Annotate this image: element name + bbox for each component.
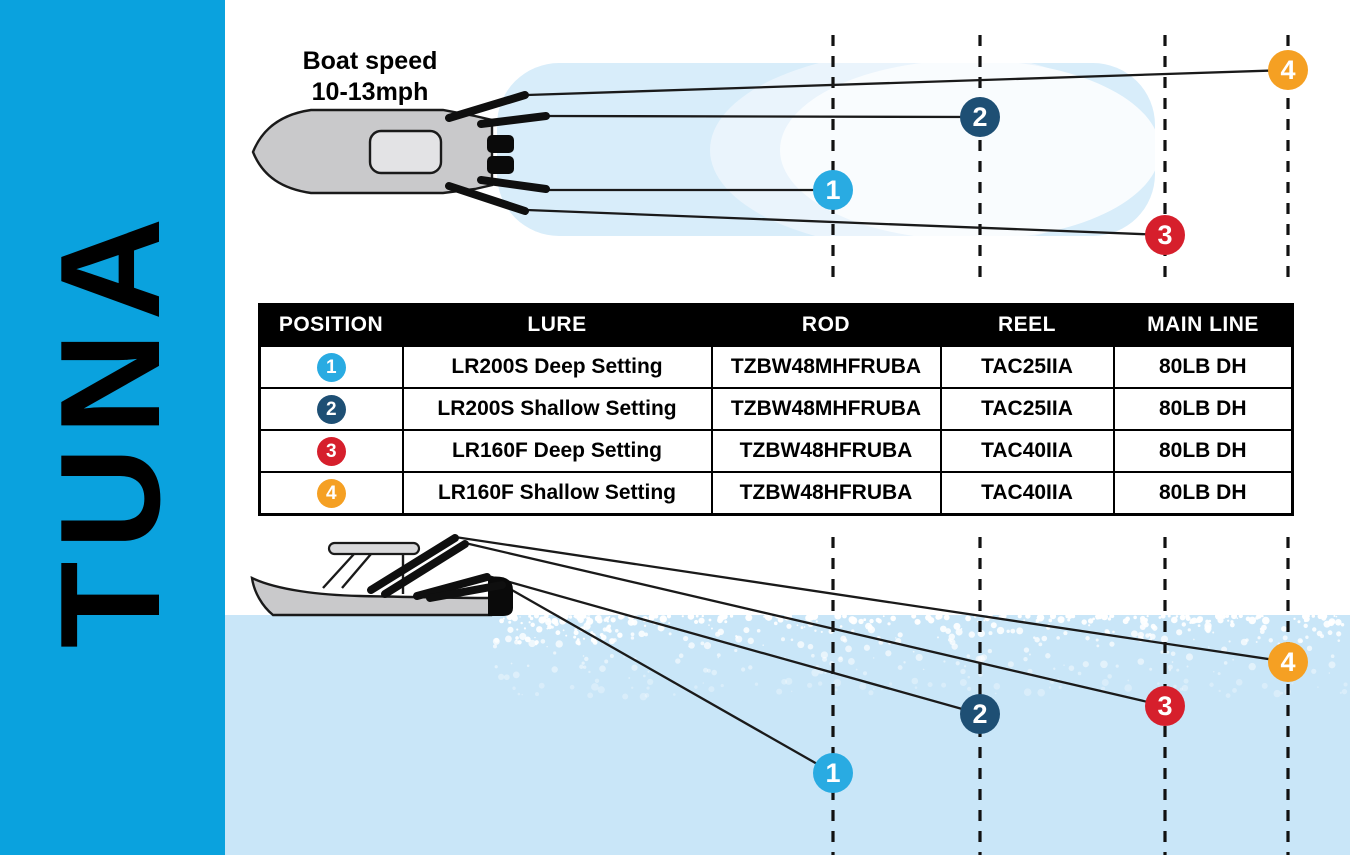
fishing-line-to-position-4 [526, 68, 1289, 97]
cell-position: 4 [258, 471, 404, 516]
cell-lure: LR160F Deep Setting [401, 429, 713, 473]
col-header-main-line: MAIN LINE [1112, 303, 1294, 347]
species-title: TUNA [31, 205, 190, 649]
cell-lure: LR200S Shallow Setting [401, 387, 713, 431]
boat-speed-line2: 10-13mph [311, 77, 429, 106]
cell-position: 3 [258, 429, 404, 473]
boat-speed-line1: Boat speed [302, 47, 438, 75]
position-badge-1: 1 [316, 352, 346, 382]
top-fishing-lines [526, 68, 1289, 237]
boat-speed-label: Boat speed 10-13mph [285, 46, 455, 107]
water [225, 615, 1350, 855]
bottom-fishing-lines [454, 535, 1289, 774]
side-view-diagram [225, 534, 1350, 855]
bottom-position-marker-1: 1 [813, 753, 853, 793]
position-badge-3: 3 [316, 436, 346, 466]
fishing-line-to-position-2 [546, 114, 981, 119]
cell-rod: TZBW48HFRUBA [710, 471, 942, 516]
top-view-diagram [251, 35, 1290, 278]
engine-port [487, 135, 514, 153]
position-badge-2: 2 [316, 394, 346, 424]
cell-rod: TZBW48MHFRUBA [710, 387, 942, 431]
fishing-line-to-position-1 [502, 584, 834, 774]
bottom-position-marker-3: 3 [1145, 686, 1185, 726]
bottom-position-marker-2: 2 [960, 694, 1000, 734]
top-position-marker-1: 1 [813, 170, 853, 210]
cell-rod: TZBW48HFRUBA [710, 429, 942, 473]
boat-wake [497, 63, 1155, 236]
ttop-roof [327, 541, 421, 556]
top-position-marker-4: 4 [1268, 50, 1308, 90]
rods-side-view [367, 534, 506, 602]
cell-main-line: 80LB DH [1112, 344, 1294, 389]
fishing-line-to-position-3 [464, 541, 1166, 708]
fishing-line-to-position-4 [454, 535, 1289, 664]
cell-lure: LR200S Deep Setting [401, 344, 713, 389]
rods-top-view [445, 91, 550, 215]
sidebar: TUNA [0, 0, 225, 855]
cell-position: 2 [258, 387, 404, 431]
col-header-reel: REEL [939, 303, 1115, 347]
bottom-position-marker-4: 4 [1268, 642, 1308, 682]
cabin-top-view [368, 129, 443, 175]
cell-main-line: 80LB DH [1112, 429, 1294, 473]
col-header-position: POSITION [258, 303, 404, 347]
boat-side-view [250, 534, 513, 617]
cell-position: 1 [258, 344, 404, 389]
col-header-lure: LURE [401, 303, 713, 347]
cell-lure: LR160F Shallow Setting [401, 471, 713, 516]
top-position-marker-3: 3 [1145, 215, 1185, 255]
cell-reel: TAC40IIA [939, 471, 1115, 516]
cell-main-line: 80LB DH [1112, 387, 1294, 431]
bottom-range-guides [831, 537, 1290, 855]
cell-main-line: 80LB DH [1112, 471, 1294, 516]
cell-reel: TAC25IIA [939, 344, 1115, 389]
cell-rod: TZBW48MHFRUBA [710, 344, 942, 389]
engine-starboard [487, 156, 514, 174]
position-badge-4: 4 [316, 478, 346, 508]
wake-core-glow [780, 63, 1155, 236]
boat-top-view [251, 91, 550, 215]
fishing-line-to-position-2 [487, 574, 981, 716]
top-position-marker-2: 2 [960, 97, 1000, 137]
cell-reel: TAC25IIA [939, 387, 1115, 431]
cell-reel: TAC40IIA [939, 429, 1115, 473]
fishing-line-to-position-3 [526, 208, 1166, 237]
col-header-rod: ROD [710, 303, 942, 347]
